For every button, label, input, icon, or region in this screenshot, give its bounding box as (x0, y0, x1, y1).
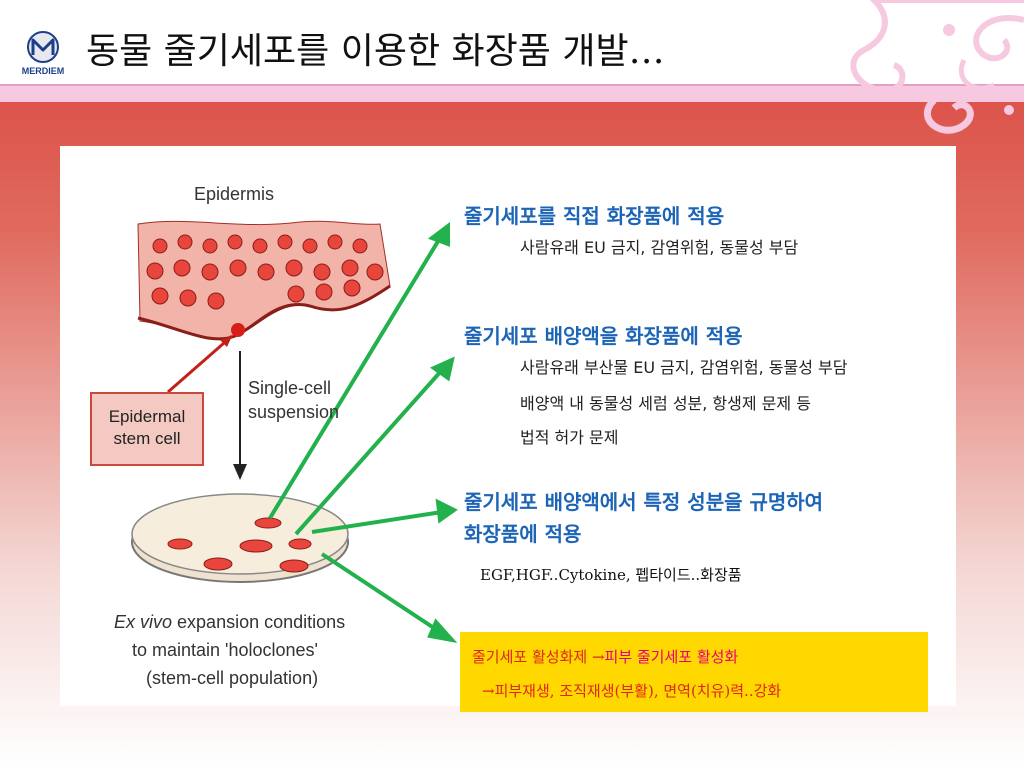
stem-cell-label-line1: Epidermal (108, 407, 186, 426)
highlight-part2: 피부 줄기세포 활성화 (604, 648, 739, 666)
logo-text: MERDIEM (21, 66, 65, 76)
item1-heading: 줄기세포를 직접 화장품에 적용 (464, 204, 725, 228)
swirl-ornament-icon (850, 0, 1024, 134)
arrow-right-icon: → (591, 648, 605, 666)
item3-note: EGF,HGF..Cytokine, 펩타이드..화장품 (480, 566, 742, 584)
caption-italic: Ex vivo (114, 612, 173, 632)
caption-rest: expansion conditions (172, 612, 346, 632)
item2-line3: 법적 허가 문제 (520, 428, 619, 447)
caption-line1: Ex vivo expansion conditions (114, 612, 345, 633)
epidermis-label: Epidermis (194, 184, 275, 204)
caption-line3: (stem-cell population) (146, 668, 319, 688)
item1-line1: 사람유래 EU 금지, 감염위험, 동물성 부담 (520, 238, 799, 257)
epidermis-diagram (131, 220, 458, 644)
highlight-line2-text: 피부재생, 조직재생(부활), 면역(치유)력..강화 (494, 682, 782, 700)
suspension-label-line2: suspension (248, 402, 340, 422)
highlight-part1: 줄기세포 활성화제 (472, 648, 592, 666)
highlight-line2: →피부재생, 조직재생(부활), 면역(치유)력..강화 (482, 680, 781, 701)
item2-heading: 줄기세포 배양액을 화장품에 적용 (464, 324, 743, 348)
content-panel: Epidermis Single-cell suspension Epiderm… (60, 146, 956, 712)
item3-heading-line1: 줄기세포 배양액에서 특정 성분을 규명하여 (464, 490, 824, 514)
caption-line2: to maintain 'holoclones' (132, 640, 318, 660)
header-band (0, 84, 1024, 102)
suspension-label-line1: Single-cell (248, 378, 332, 398)
header (0, 0, 1024, 96)
highlight-line1: 줄기세포 활성화제 →피부 줄기세포 활성화 (472, 646, 738, 667)
item2-line1: 사람유래 부산물 EU 금지, 감염위험, 동물성 부담 (520, 358, 848, 377)
item3-heading-line2: 화장품에 적용 (464, 522, 582, 546)
page-title: 동물 줄기세포를 이용한 화장품 개발… (86, 31, 665, 72)
meridiem-logo-icon (14, 28, 72, 74)
stem-cell-label-line2: stem cell (113, 429, 181, 448)
arrow-right-icon: → (482, 682, 495, 700)
item2-line2: 배양액 내 동물성 세럼 성분, 항생제 문제 등 (520, 394, 811, 413)
epidermal-stem-cell-label: Epidermal stem cell (90, 392, 204, 466)
highlight-box: 줄기세포 활성화제 →피부 줄기세포 활성화 →피부재생, 조직재생(부활), … (460, 632, 928, 712)
